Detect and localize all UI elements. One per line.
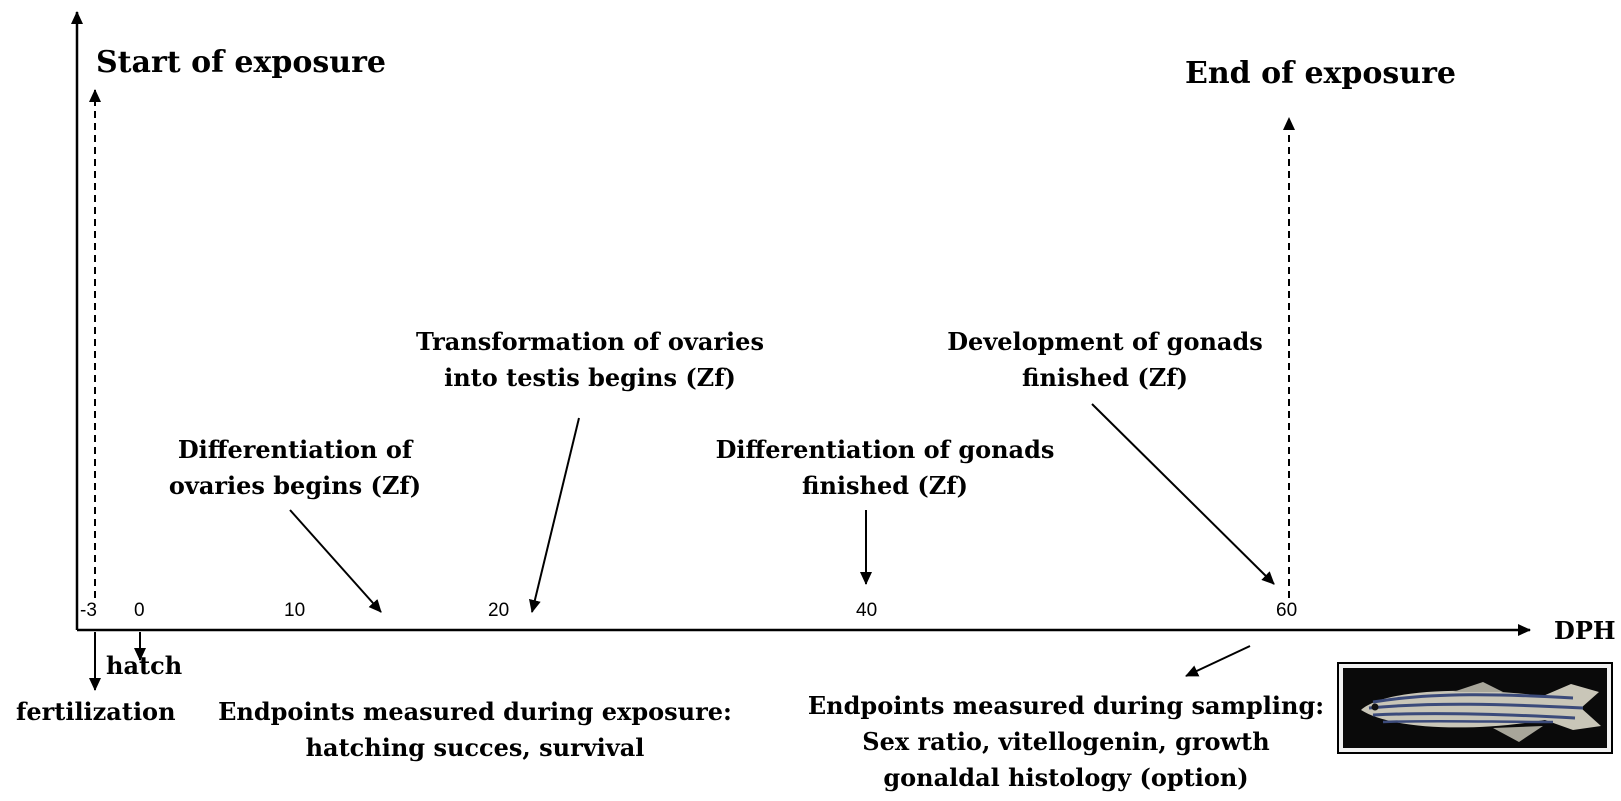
zebrafish-photo [1337,662,1613,754]
x-axis-label: DPH [1554,616,1616,645]
sampling-arrow [1185,645,1251,677]
gonad-diff-label: Differentiation of gonads finished (Zf) [715,435,1055,500]
start-exposure-label: Start of exposure [96,45,386,80]
hatch-label: hatch [106,651,183,680]
end-exposure-label: End of exposure [1185,56,1457,91]
tick-label: 40 [856,600,878,621]
tick-label: 20 [488,600,510,621]
tick-label: 0 [134,600,145,621]
transform-label: Transformation of ovaries into testis be… [416,327,764,392]
gonad-dev-arrow [1091,403,1275,585]
ovary-diff-arrow [289,509,382,613]
tick-label: 10 [284,600,306,621]
ovary-diff-label: Differentiation of ovaries begins (Zf) [168,435,422,500]
tick-label: -3 [80,600,97,621]
transform-arrow [528,417,580,613]
zebrafish-illustration [1343,668,1607,748]
sampling-endpoints-label: Endpoints measured during sampling: Sex … [807,691,1325,792]
tick-label: 60 [1276,600,1298,621]
exposure-endpoints-label: Endpoints measured during exposure: hatc… [218,697,732,762]
fertilization-label: fertilization [16,697,176,726]
gonad-dev-label: Development of gonads finished (Zf) [947,327,1263,392]
